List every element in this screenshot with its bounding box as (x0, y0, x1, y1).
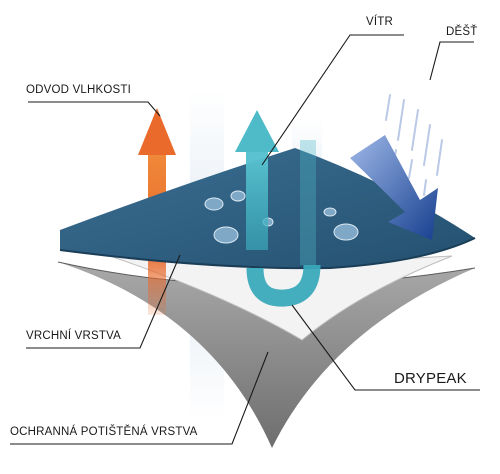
label-top-layer: VRCHNÍ VRSTVA (26, 330, 122, 342)
label-moisture: ODVOD VLHKOSTI (26, 84, 132, 96)
wind-arrow-shaft (246, 150, 268, 250)
leader-rain (429, 41, 474, 81)
rain-arrow (350, 135, 438, 240)
label-protective: OCHRANNÁ POTIŠTĚNÁ VRSTVA (10, 426, 198, 438)
label-membrane: DRYPEAK (394, 370, 467, 387)
leader-protective (10, 351, 269, 445)
leader-wind (261, 34, 404, 166)
leader-membrane (291, 304, 480, 391)
moisture-arrow-head (138, 108, 176, 155)
leader-lines (10, 34, 480, 445)
label-rain: DĚŠŤ (446, 26, 478, 38)
leader-moisture (28, 101, 161, 117)
wind-arrow-head (235, 110, 279, 152)
label-wind: VÍTR (366, 16, 393, 28)
wind-loop (246, 264, 321, 307)
leader-top-layer (26, 254, 181, 349)
wind-arrow-return (300, 140, 316, 265)
